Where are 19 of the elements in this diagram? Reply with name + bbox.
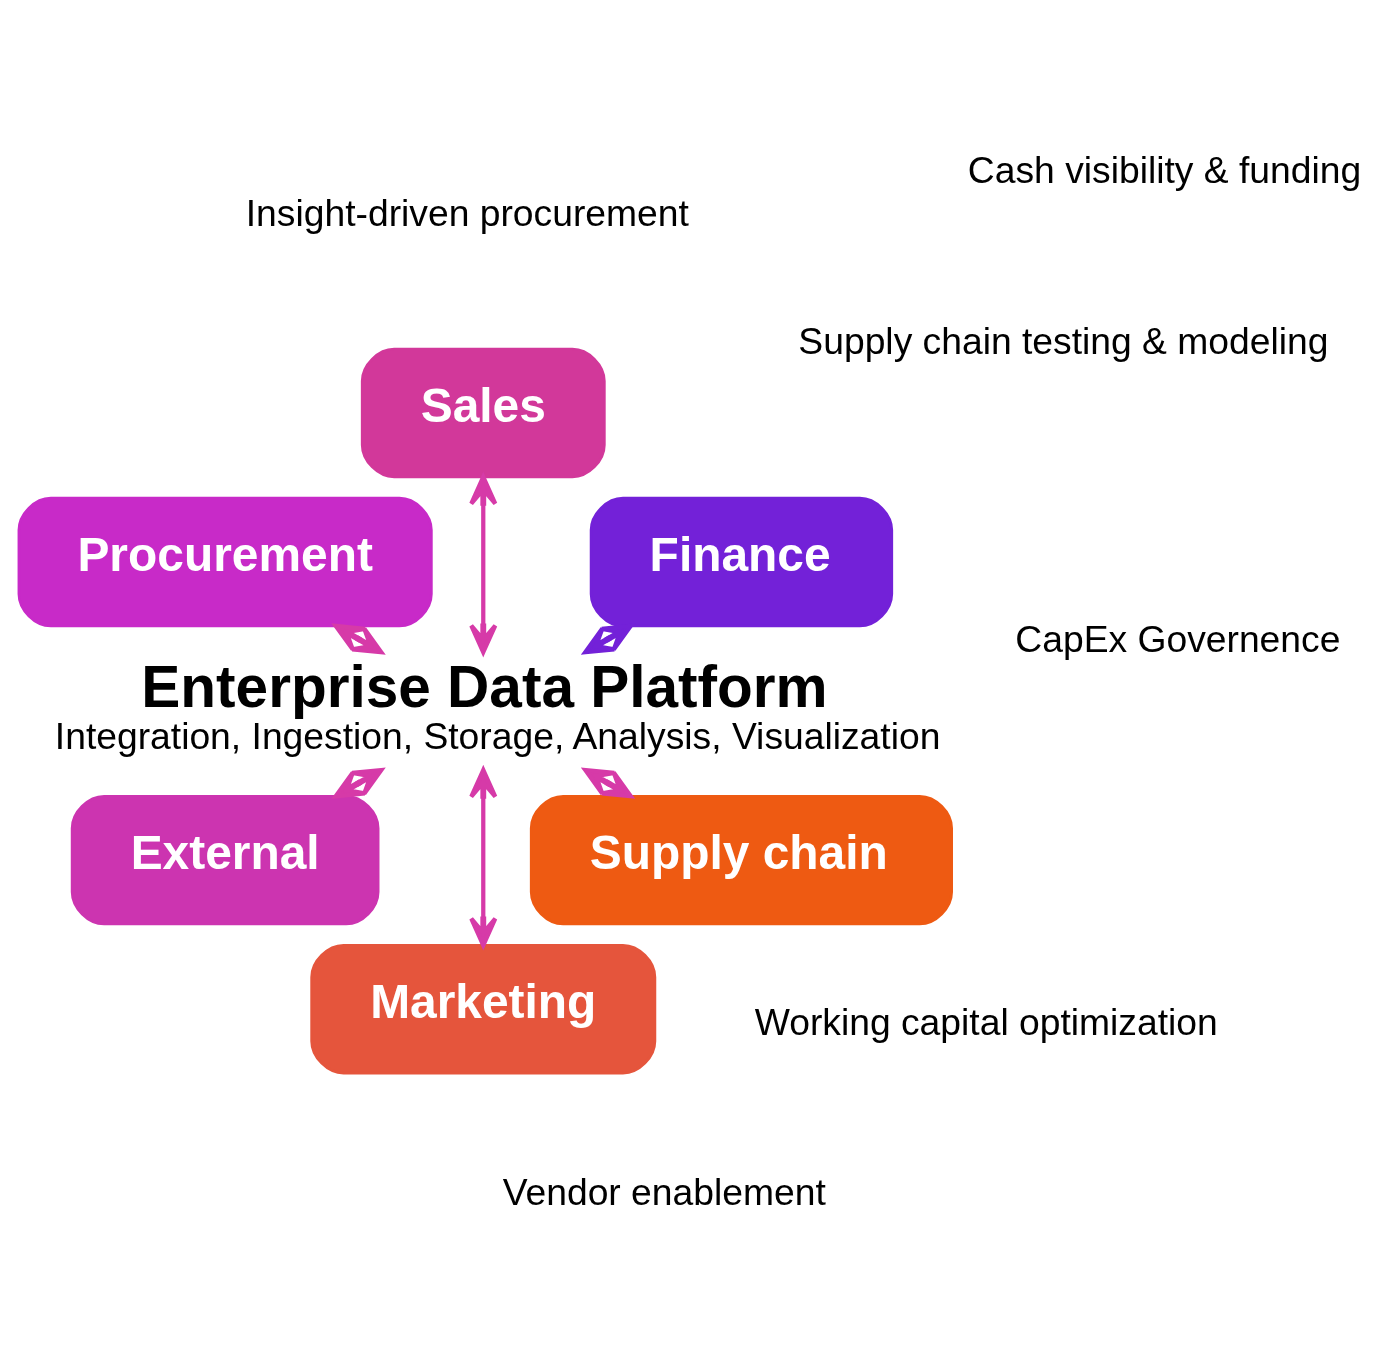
arrow (469, 767, 498, 948)
label: Working capital optimization (754, 1000, 1218, 1043)
node-box: Procurement (17, 496, 433, 628)
node-box: Marketing (310, 944, 657, 1075)
node-box: Supply chain (529, 794, 953, 926)
node-box: Sales (360, 347, 606, 479)
label: Cash visibility & funding (967, 149, 1362, 192)
arrow (583, 623, 633, 655)
label: CapEx Governence (1015, 617, 1341, 660)
arrow (583, 767, 633, 799)
arrow (333, 623, 384, 655)
arrow (469, 474, 498, 655)
label: Insight-driven procurement (245, 191, 689, 234)
node-box: External (70, 794, 380, 926)
arrow (333, 767, 384, 799)
node-box: Finance (589, 496, 894, 628)
label: Supply chain testing & modeling (798, 319, 1329, 362)
node-text: Enterprise Data Platform Integration, Ingestion, Storage, Analysis, Visualization (54, 654, 941, 757)
label: Vendor enablement (502, 1171, 826, 1214)
